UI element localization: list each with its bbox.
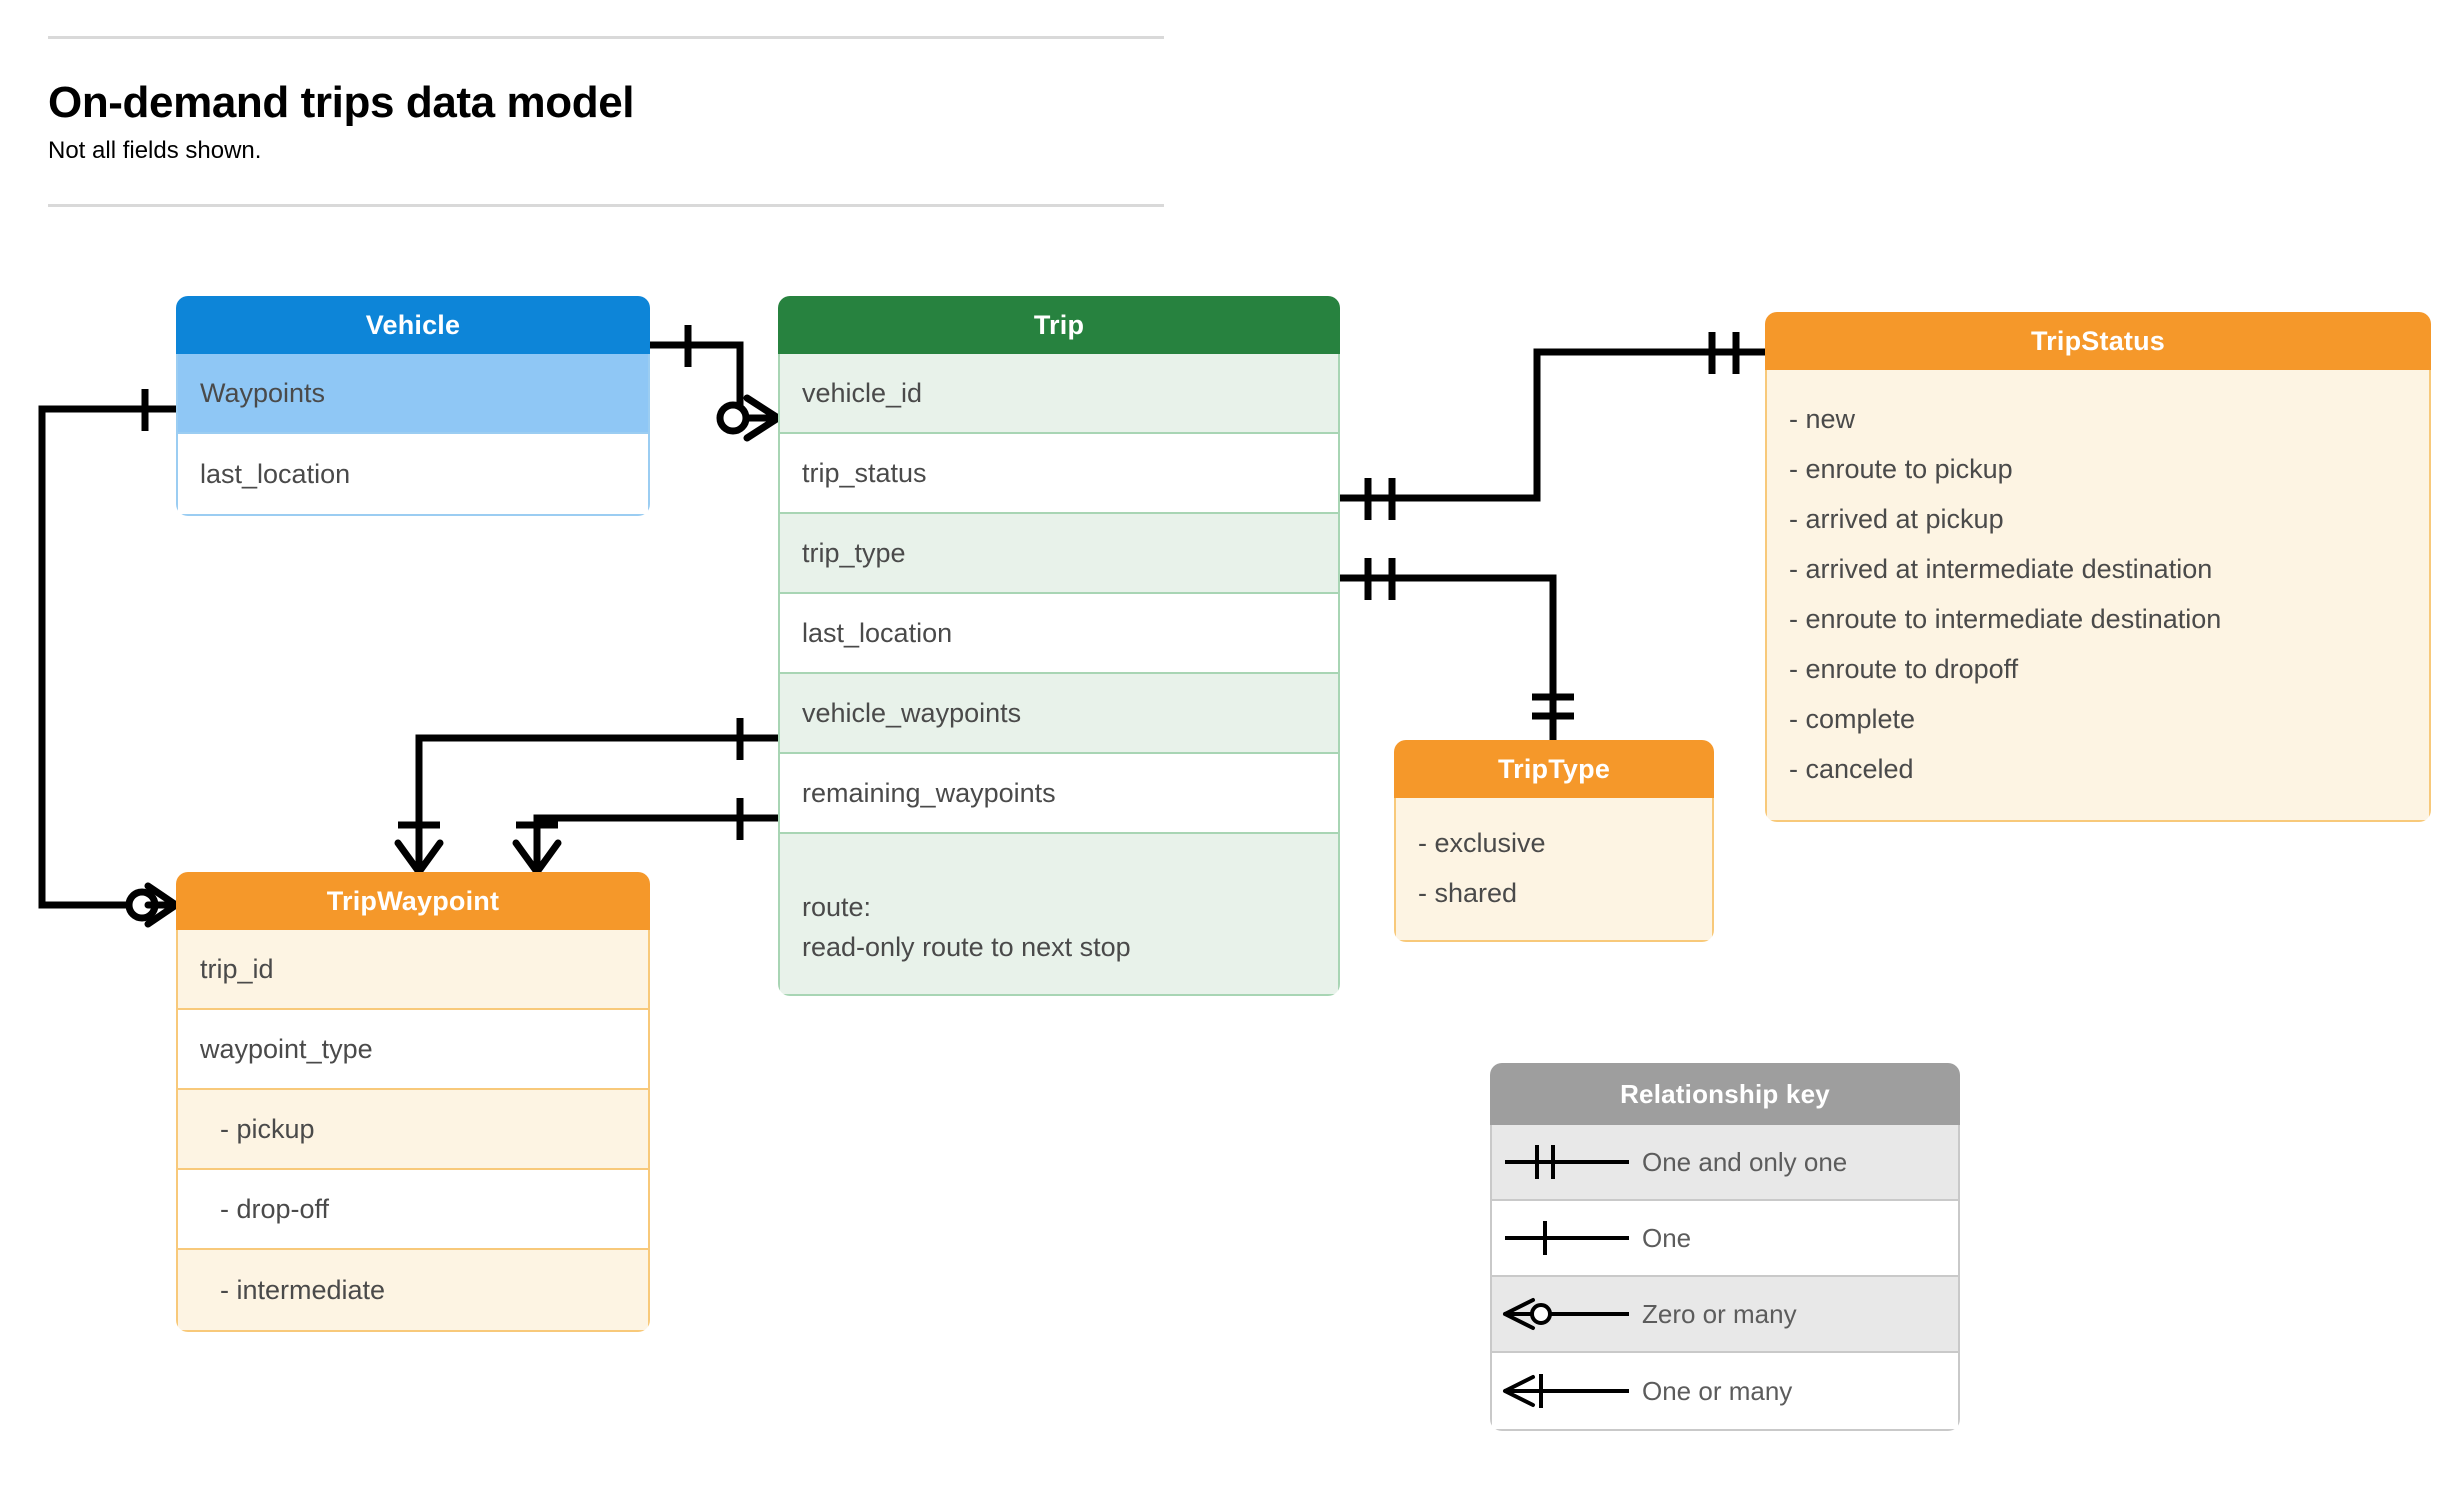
marker-crowsfoot-tripwaypoint-left [144, 882, 180, 928]
entity-trip-type-body: - exclusive - shared [1394, 798, 1714, 942]
value-trip-status-new: - new [1789, 403, 1856, 434]
legend-label-one-and-only-one: One and only one [1642, 1146, 1848, 1177]
field-trip-remaining-waypoints[interactable]: remaining_waypoints [780, 754, 1338, 834]
entity-trip-body: vehicle_id trip_status trip_type last_lo… [778, 354, 1340, 996]
connector-vehicle-waypoints-field [415, 734, 782, 876]
value-waypoint-type-pickup: - pickup [178, 1090, 648, 1170]
header-rule-bottom-wrap [48, 204, 1164, 208]
header-block: On-demand trips data model Not all field… [48, 36, 1164, 208]
field-trip-trip-status[interactable]: trip_status [780, 434, 1338, 514]
connector-trip-status [1336, 348, 1769, 502]
entity-trip-type-title: TripType [1394, 740, 1714, 798]
marker-crowsfoot-vehicle-waypoints-field [394, 839, 444, 876]
connector-remaining-waypoints-field [533, 814, 782, 876]
legend-title: Relationship key [1490, 1063, 1960, 1125]
header-rule-bottom [48, 204, 1164, 208]
legend-row-one-or-many: One or many [1492, 1353, 1958, 1429]
entity-vehicle-body: Waypoints last_location [176, 354, 650, 516]
entity-trip-waypoint-title: TripWaypoint [176, 872, 650, 930]
page-subtitle: Not all fields shown. [48, 137, 262, 165]
legend-row-one-and-only-one: One and only one [1492, 1125, 1958, 1201]
legend-body: One and only one One [1490, 1125, 1960, 1431]
marker-zero-circle-trip [716, 401, 750, 435]
field-trip-route-line1: route: [802, 891, 872, 922]
one-or-many-icon [1492, 1366, 1642, 1416]
connector-vehicle-to-trip [646, 341, 782, 422]
relationship-key-legend[interactable]: Relationship key One and only one [1490, 1063, 1960, 1431]
connector-vehicle-waypoints-to-tripwaypoint [38, 405, 180, 909]
legend-label-one: One [1642, 1222, 1692, 1253]
entity-vehicle[interactable]: Vehicle Waypoints last_location [176, 296, 650, 516]
value-waypoint-type-drop-off: - drop-off [178, 1170, 648, 1250]
entity-trip-status-title: TripStatus [1765, 312, 2431, 370]
marker-crowsfoot-trip [743, 394, 782, 442]
field-trip-last-location[interactable]: last_location [780, 594, 1338, 674]
field-vehicle-last-location[interactable]: last_location [200, 458, 351, 489]
field-vehicle-waypoints[interactable]: Waypoints [178, 354, 648, 434]
entity-trip-waypoint[interactable]: TripWaypoint trip_id waypoint_type - pic… [176, 872, 650, 1332]
entity-trip-status-body: - new - enroute to pickup - arrived at p… [1765, 370, 2431, 822]
value-trip-status-arrived-pickup: - arrived at pickup [1789, 503, 2004, 534]
field-trip-vehicle-waypoints[interactable]: vehicle_waypoints [780, 674, 1338, 754]
field-trip-trip-type[interactable]: trip_type [780, 514, 1338, 594]
field-trip-route-line2: read-only route to next stop [802, 932, 1131, 962]
field-trip-waypoint-trip-id[interactable]: trip_id [178, 930, 648, 1010]
field-trip-waypoint-waypoint-type[interactable]: waypoint_type [178, 1010, 648, 1090]
entity-trip[interactable]: Trip vehicle_id trip_status trip_type la… [778, 296, 1340, 996]
entity-trip-title: Trip [778, 296, 1340, 354]
value-trip-status-canceled: - canceled [1789, 753, 1914, 784]
value-trip-status-complete: - complete [1789, 703, 1916, 734]
value-waypoint-type-intermediate: - intermediate [178, 1250, 648, 1330]
value-trip-type-exclusive: - exclusive [1418, 827, 1546, 858]
legend-label-one-or-many: One or many [1642, 1375, 1793, 1406]
entity-vehicle-title: Vehicle [176, 296, 650, 354]
legend-row-one: One [1492, 1201, 1958, 1277]
header-rule-top [48, 36, 1164, 39]
connector-trip-type [1336, 574, 1557, 744]
page-title: On-demand trips data model [48, 78, 635, 127]
value-trip-status-enroute-dropoff: - enroute to dropoff [1789, 653, 2019, 684]
field-trip-vehicle-id[interactable]: vehicle_id [780, 354, 1338, 434]
legend-row-zero-or-many: Zero or many [1492, 1277, 1958, 1353]
zero-or-many-icon [1492, 1289, 1642, 1339]
marker-crowsfoot-remaining-waypoints-field [512, 839, 562, 876]
marker-zero-circle-tripwaypoint [125, 888, 159, 922]
one-and-only-one-icon [1492, 1137, 1642, 1187]
one-icon [1492, 1213, 1642, 1263]
field-trip-route[interactable]: route: read-only route to next stop [780, 834, 1338, 994]
legend-label-zero-or-many: Zero or many [1642, 1298, 1797, 1329]
entity-trip-type[interactable]: TripType - exclusive - shared [1394, 740, 1714, 942]
entity-trip-waypoint-body: trip_id waypoint_type - pickup - drop-of… [176, 930, 650, 1332]
entity-trip-status[interactable]: TripStatus - new - enroute to pickup - a… [1765, 312, 2431, 822]
value-trip-type-shared: - shared [1418, 877, 1518, 908]
value-trip-status-enroute-intermediate: - enroute to intermediate destination [1789, 603, 2222, 634]
value-trip-status-enroute-pickup: - enroute to pickup [1789, 453, 2013, 484]
value-trip-status-arrived-intermediate: - arrived at intermediate destination [1789, 553, 2213, 584]
